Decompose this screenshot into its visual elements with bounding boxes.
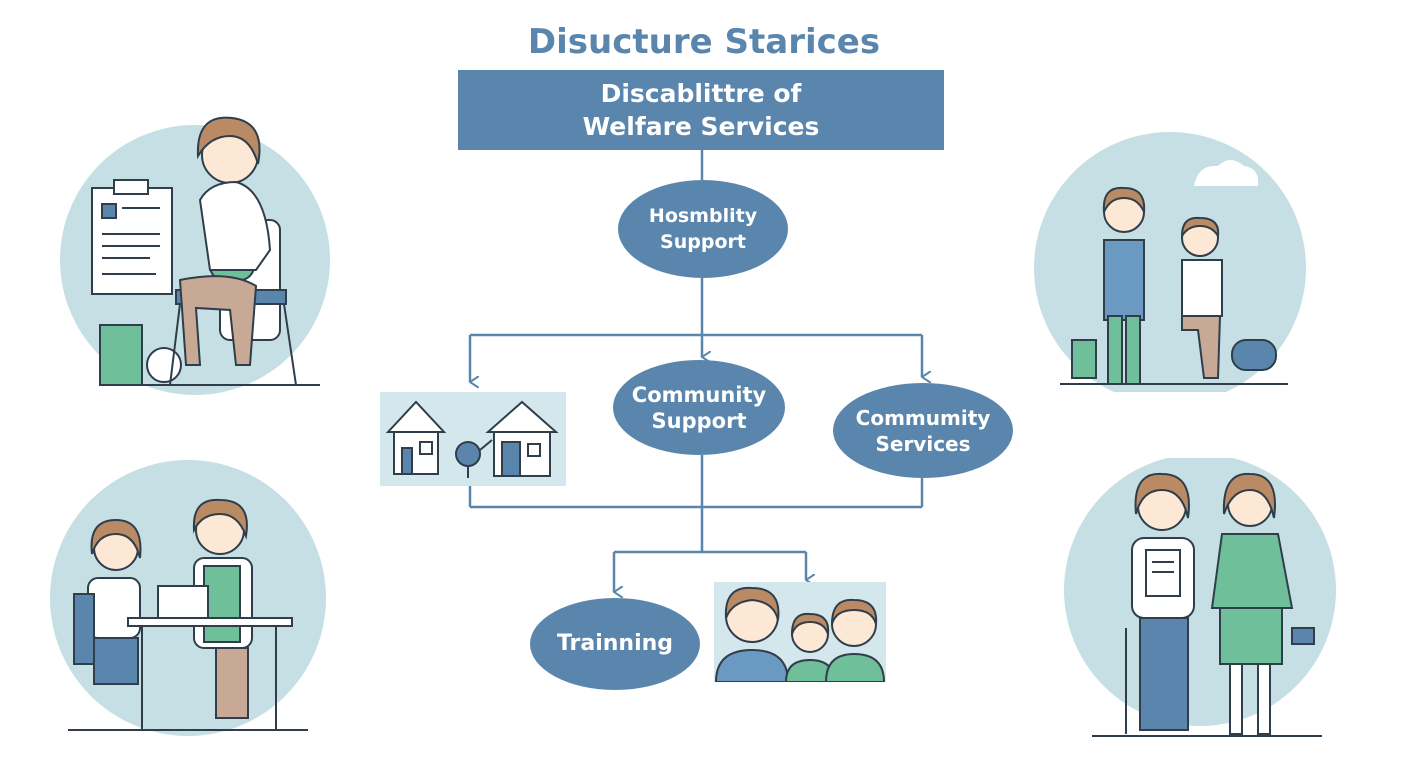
- node-training-line-1: Trainning: [556, 631, 674, 656]
- node-community-support-line-1: Community: [631, 382, 767, 407]
- header-line-1: Discablittre of: [600, 79, 802, 108]
- node-community-support: Community Support: [613, 360, 785, 455]
- node-community-services: Commumity Services: [833, 383, 1013, 478]
- node-hosmblity-support: Hosmblity Support: [618, 180, 788, 278]
- houses-illustration: [380, 392, 566, 486]
- diagram-title: Disucture Starices: [527, 22, 881, 62]
- node-training: Trainning: [530, 598, 700, 690]
- family-illustration: [714, 582, 886, 682]
- node-top-line-1: Hosmblity: [648, 205, 758, 227]
- node-community-support-line-2: Support: [651, 408, 747, 433]
- node-community-services-line-2: Services: [875, 431, 971, 456]
- caregiver-elderly-illustration: [1034, 132, 1306, 392]
- support-worker-illustration: [1064, 458, 1336, 737]
- doctor-clipboard-illustration: [60, 116, 330, 395]
- counseling-desk-illustration: [50, 460, 326, 736]
- header-box: Discablittre of Welfare Services: [458, 70, 944, 150]
- node-top-line-2: Support: [660, 231, 746, 253]
- header-line-2: Welfare Services: [582, 112, 820, 141]
- node-community-services-line-1: Commumity: [855, 405, 991, 430]
